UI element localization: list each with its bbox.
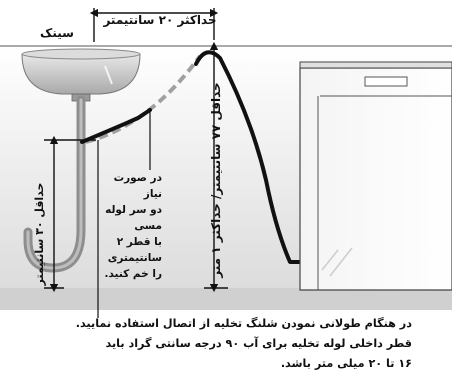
hose-height-dimension xyxy=(204,41,228,293)
drain-hose-lower xyxy=(80,108,152,144)
caption: در هنگام طولانی نمودن شلنگ تخلیه از اتصا… xyxy=(40,314,412,374)
note-line: دو سر لوله مسی xyxy=(105,204,162,232)
note-line: با قطر ۲ سانتیمتری xyxy=(107,236,162,264)
min-max-height-label: حداقل ۷۷ سانتیمتر/ حداکثر ۱ متر xyxy=(209,82,223,278)
caption-line: در هنگام طولانی نمودن شلنگ تخلیه از اتصا… xyxy=(75,317,412,330)
note-line: را خم کنید. xyxy=(104,268,163,280)
sink-label: سینک xyxy=(40,26,74,40)
caption-line: ۱۶ تا ۲۰ میلی متر باشد. xyxy=(280,357,412,370)
floor xyxy=(0,288,452,310)
max-height-bracket xyxy=(89,8,219,42)
dishwasher xyxy=(299,61,452,291)
copper-pipe-note: در صورت نیاز دو سر لوله مسی با قطر ۲ سان… xyxy=(96,170,163,282)
note-line: در صورت نیاز xyxy=(113,172,162,200)
min-height-dimension xyxy=(44,135,96,293)
min-30-label: حداقل ۳۰ سانتیمتر xyxy=(33,182,46,286)
max-hose-height-label: حداکثر ۲۰ سانتیمتر xyxy=(103,13,217,27)
copper-pipe-dashed xyxy=(85,54,202,144)
caption-line: قطر داخلی لوله تخلیه برای آب ۹۰ درجه سان… xyxy=(105,337,412,350)
dishwasher-handle xyxy=(364,76,408,87)
